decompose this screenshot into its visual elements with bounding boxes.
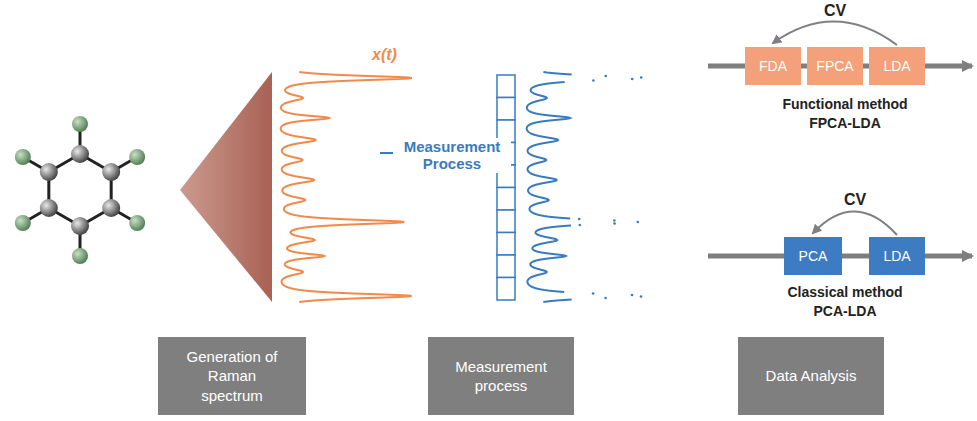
box-text: Generation of Raman spectrum	[184, 347, 280, 406]
box-text: FDA	[759, 57, 787, 75]
carbon-atom	[40, 199, 58, 217]
sample-dot	[631, 294, 634, 297]
box-text: LDA	[883, 247, 910, 265]
sample-dot	[631, 78, 634, 81]
sample-dot	[578, 218, 581, 221]
sample-dot	[604, 75, 607, 78]
box-text: Measurement process	[446, 357, 556, 396]
detector-cells	[497, 75, 515, 300]
hydrogen-atom	[129, 215, 145, 231]
box-text: Data Analysis	[766, 366, 857, 386]
sample-dot	[604, 297, 607, 300]
pipeline-line	[925, 254, 972, 259]
pipeline-line	[708, 64, 745, 69]
stage-box: Measurement process	[428, 337, 574, 415]
edge-label: CV	[824, 2, 846, 20]
sample-dot	[613, 222, 616, 225]
pipeline-line	[925, 64, 972, 69]
sample-dot	[592, 292, 595, 295]
box-text: LDA	[883, 57, 910, 75]
carbon-atom	[71, 145, 89, 163]
carbon-atom	[40, 163, 58, 181]
sample-dot	[613, 219, 616, 222]
process-box: PCA	[784, 237, 842, 275]
method-caption: Classical method PCA-LDA	[770, 283, 920, 321]
process-box: LDA	[869, 237, 925, 275]
process-label: Measurement Process	[393, 138, 511, 173]
process-box: LDA	[869, 47, 925, 85]
detector-cell	[497, 278, 515, 301]
stage-box: Generation of Raman spectrum	[158, 337, 306, 415]
detector-cell	[497, 188, 515, 211]
carbon-atom	[71, 217, 89, 235]
sample-dot	[579, 224, 582, 227]
process-box: FDA	[745, 47, 801, 85]
box-text: PCA	[799, 247, 828, 265]
sample-dot	[592, 79, 595, 82]
hydrogen-atom	[72, 116, 88, 132]
hydrogen-atom	[15, 215, 31, 231]
sample-dot	[640, 76, 643, 79]
detector-cell	[497, 98, 515, 121]
box-text: FPCA	[816, 57, 853, 75]
edge-label: CV	[844, 191, 866, 209]
hydrogen-atom	[129, 149, 145, 165]
detector-cell	[497, 233, 515, 256]
raman-spectrum	[281, 72, 412, 302]
light-cone	[180, 72, 272, 302]
molecule	[15, 116, 145, 264]
signal-label: x(t)	[372, 46, 397, 64]
pipeline-link	[842, 254, 869, 259]
cv-loop	[813, 211, 897, 235]
carbon-atom	[102, 199, 120, 217]
spectrum-line	[527, 72, 572, 302]
cv-loop	[773, 21, 897, 45]
carbon-atom	[102, 163, 120, 181]
method-caption: Functional method FPCA-LDA	[770, 95, 920, 133]
measured-spectrum	[527, 72, 643, 302]
stage-box: Data Analysis	[738, 337, 884, 415]
process-box: FPCA	[807, 47, 863, 85]
pipeline-line	[708, 254, 784, 259]
hydrogen-atom	[15, 149, 31, 165]
hydrogen-atom	[72, 248, 88, 264]
sample-dot	[640, 295, 643, 298]
sample-dot	[637, 221, 640, 224]
detector-cell	[497, 210, 515, 233]
detector-cell	[497, 255, 515, 278]
detector-cell	[497, 75, 515, 98]
